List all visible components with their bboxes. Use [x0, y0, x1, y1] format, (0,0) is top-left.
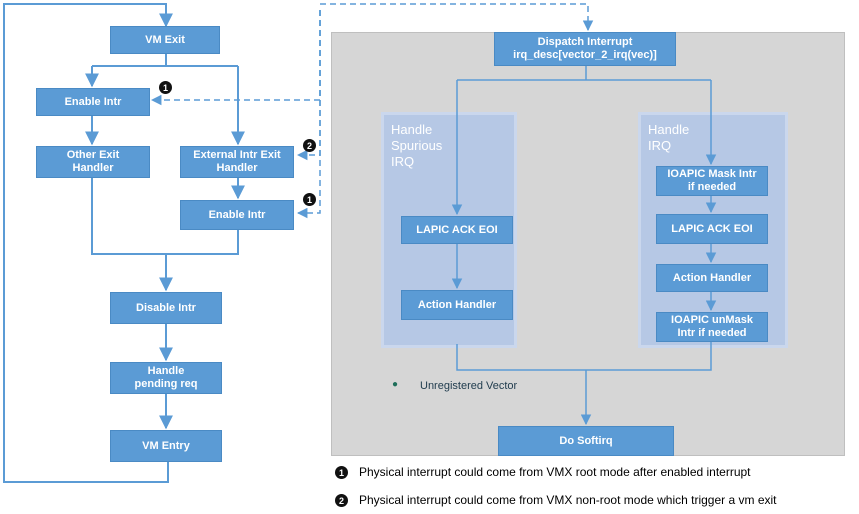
- spurious-group-title: Handle Spurious IRQ: [391, 122, 443, 169]
- vm-exit-box: VM Exit: [110, 26, 220, 54]
- legend-note-2: Physical interrupt could come from VMX n…: [359, 493, 777, 507]
- enable-intr-box-2: Enable Intr: [180, 200, 294, 230]
- handle-pending-req-box: Handle pending req: [110, 362, 222, 394]
- enable-intr-box-1: Enable Intr: [36, 88, 150, 116]
- marker-one-icon: 1: [159, 81, 172, 94]
- spurious-lapic-ack-eoi-box: LAPIC ACK EOI: [401, 216, 513, 244]
- marker-one-icon: 1: [303, 193, 316, 206]
- irq-group-title: Handle IRQ: [648, 122, 690, 153]
- disable-intr-box: Disable Intr: [110, 292, 222, 324]
- spurious-action-handler-box: Action Handler: [401, 290, 513, 320]
- marker-two-icon: 2: [303, 139, 316, 152]
- irq-action-handler-box: Action Handler: [656, 264, 768, 292]
- ioapic-mask-intr-box: IOAPIC Mask Intr if needed: [656, 166, 768, 196]
- unregistered-vector-label: Unregistered Vector: [420, 380, 518, 392]
- vm-entry-box: VM Entry: [110, 430, 222, 462]
- dispatch-interrupt-box: Dispatch Interrupt irq_desc[vector_2_irq…: [494, 32, 676, 66]
- legend-two-icon: 2: [335, 494, 348, 507]
- do-softirq-box: Do Softirq: [498, 426, 674, 456]
- legend-note-1: Physical interrupt could come from VMX r…: [359, 465, 751, 479]
- external-intr-exit-handler-box: External Intr Exit Handler: [180, 146, 294, 178]
- other-exit-handler-box: Other Exit Handler: [36, 146, 150, 178]
- bullet-icon: ●: [392, 379, 399, 390]
- ioapic-unmask-intr-box: IOAPIC unMask Intr if needed: [656, 312, 768, 342]
- irq-lapic-ack-eoi-box: LAPIC ACK EOI: [656, 214, 768, 244]
- legend-one-icon: 1: [335, 466, 348, 479]
